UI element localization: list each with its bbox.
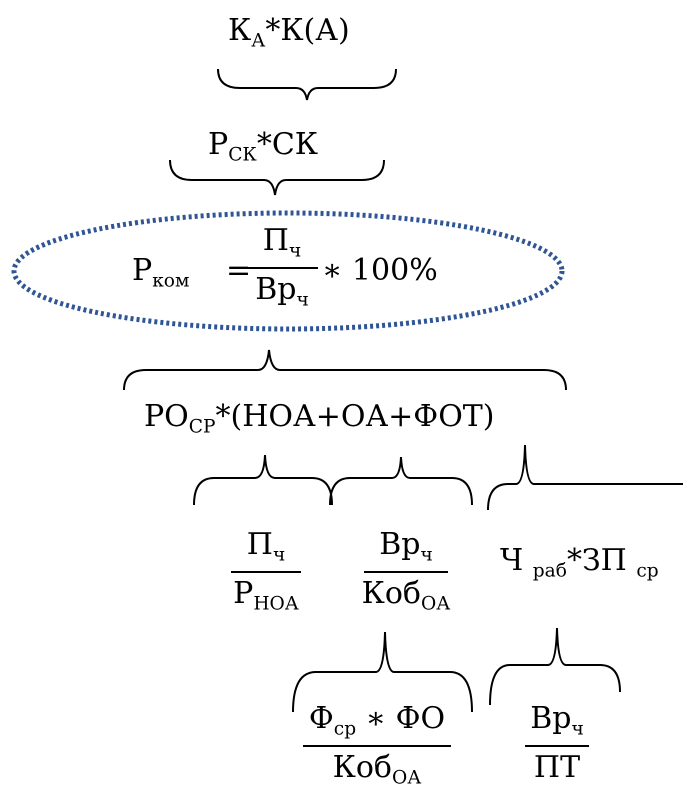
pt-denominator: ПТ — [533, 750, 581, 786]
brace-fot — [487, 444, 683, 511]
fo-numerator: Фср ∗ ФО — [308, 701, 446, 740]
oa-fraction-bar — [364, 571, 448, 574]
hoa-fraction-bar — [231, 571, 301, 574]
brace-level2 — [169, 159, 385, 196]
top-sub: А — [251, 30, 266, 52]
level3-base: РО — [144, 399, 189, 434]
leaf-pt: Врч ПТ — [521, 704, 593, 783]
central-fraction-bar — [246, 267, 318, 270]
central-lhs-sub: ком — [152, 270, 190, 292]
level3-rest: *(НОА+ОА+ФОТ) — [215, 399, 495, 434]
formula-level3: РОСР*(НОА+ОА+ФОТ) — [144, 402, 495, 437]
formula-top: КА*К(А) — [228, 16, 350, 51]
central-fraction: Пч Врч — [246, 226, 318, 310]
brace-hoa — [193, 454, 333, 506]
formula-level2: РСК*СК — [208, 130, 318, 165]
brace-top — [217, 68, 397, 101]
brace-pt — [489, 627, 621, 706]
level2-sub: СК — [228, 144, 257, 166]
central-eq: = — [226, 253, 252, 288]
central-denominator: Врч — [255, 272, 309, 311]
central-lhs-base: P — [132, 253, 153, 288]
level2-base: Р — [208, 127, 229, 162]
brace-oa — [329, 456, 473, 506]
hoa-denominator: РНОА — [233, 576, 299, 615]
level2-rest: *СК — [256, 127, 318, 162]
central-ellipse — [11, 210, 565, 332]
central-tail: ∗ 100% — [322, 253, 438, 288]
fo-fraction-bar — [303, 745, 451, 748]
level3-sub: СР — [188, 416, 216, 438]
central-lhs: Pком — [132, 256, 189, 291]
top-base: К — [228, 13, 252, 48]
brace-fo — [292, 631, 473, 713]
branch-fot: Ч раб*ЗП ср — [500, 543, 659, 582]
fot-a-sub: раб — [532, 560, 567, 582]
pt-numerator: Врч — [530, 701, 584, 740]
brace-level3 — [123, 349, 567, 391]
oa-denominator: КобОА — [361, 576, 451, 615]
leaf-fo: Фср ∗ ФО КобОА — [296, 704, 458, 788]
central-numerator: Пч — [262, 223, 302, 262]
branch-oa: Врч КобОА — [356, 530, 456, 614]
pt-fraction-bar — [525, 745, 589, 748]
fo-denominator: КобОА — [332, 750, 422, 789]
branch-hoa: Пч РНОА — [222, 530, 310, 614]
top-rest: *К(А) — [265, 13, 350, 48]
fot-b-sub: ср — [636, 560, 659, 582]
oa-numerator: Врч — [379, 527, 433, 566]
hoa-numerator: Пч — [246, 527, 286, 566]
